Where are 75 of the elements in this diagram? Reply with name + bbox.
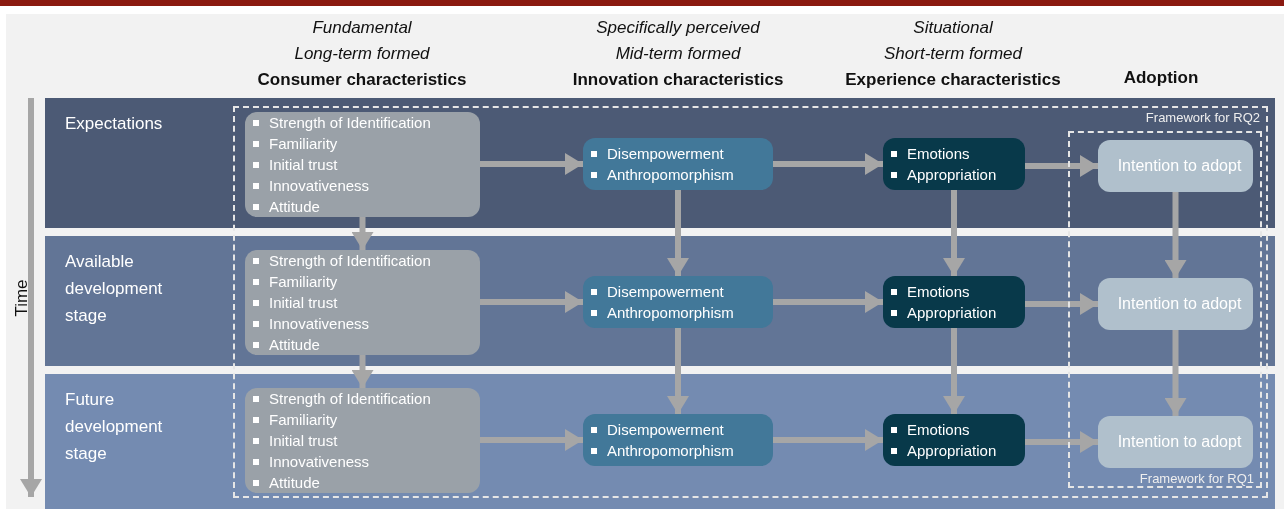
arrow: [773, 291, 883, 313]
column-subtitle: Mid-term formed: [615, 44, 741, 64]
bullet-item: Attitude: [269, 474, 320, 491]
row-label: Expectations: [65, 110, 195, 137]
arrow: [480, 153, 583, 175]
bullet-item: Disempowerment: [607, 145, 724, 162]
process-box: [1098, 278, 1253, 330]
bullet-item: Disempowerment: [607, 421, 724, 438]
box-label: Intention to adopt: [1117, 157, 1242, 175]
arrow: [943, 328, 965, 414]
bullet-list-box: [583, 414, 773, 466]
bullet-item: Anthropomorphism: [607, 304, 734, 321]
bullet-list-box: [583, 276, 773, 328]
arrow: [773, 429, 883, 451]
row-label: Future development stage: [65, 386, 195, 467]
bullet-item: Familiarity: [269, 411, 338, 428]
box-label: Intention to adopt: [1117, 433, 1242, 451]
column-subtitle: Fundamental: [312, 18, 412, 38]
frame-label: Framework for RQ1: [1139, 471, 1254, 486]
bullet-item: Attitude: [269, 336, 320, 353]
bullet-item: Familiarity: [269, 273, 338, 290]
arrow: [480, 429, 583, 451]
bullet-item: Disempowerment: [607, 283, 724, 300]
arrow: [480, 291, 583, 313]
bullet-item: Emotions: [907, 283, 970, 300]
box-label: Intention to adopt: [1117, 295, 1242, 313]
bullet-item: Anthropomorphism: [607, 442, 734, 459]
arrow: [351, 355, 374, 388]
arrow: [1025, 293, 1098, 315]
arrow: [667, 328, 689, 414]
bullet-item: Initial trust: [269, 294, 338, 311]
bullet-list-box: [883, 414, 1025, 466]
bullet-list-box: [583, 138, 773, 190]
bullet-item: Initial trust: [269, 156, 338, 173]
axis-label: Time: [11, 279, 32, 317]
bullet-item: Strength of Identification: [269, 114, 431, 131]
bullet-item: Appropriation: [907, 166, 997, 183]
bullet-item: Appropriation: [907, 442, 997, 459]
bullet-item: Attitude: [269, 198, 320, 215]
row-label: Available development stage: [65, 248, 195, 329]
process-box: [1098, 416, 1253, 468]
bullet-item: Strength of Identification: [269, 252, 431, 269]
arrow: [1025, 431, 1098, 453]
column-header: Consumer characteristics: [257, 70, 467, 90]
arrow: [1164, 192, 1187, 278]
column-subtitle: Long-term formed: [294, 44, 430, 64]
bullet-item: Anthropomorphism: [607, 166, 734, 183]
column-header: Innovation characteristics: [572, 70, 784, 90]
bullet-item: Innovativeness: [269, 315, 370, 332]
bullet-item: Strength of Identification: [269, 390, 431, 407]
bullet-item: Familiarity: [269, 135, 338, 152]
column-subtitle: Situational: [913, 18, 993, 38]
arrow: [351, 217, 374, 250]
column-header: Experience characteristics: [845, 70, 1061, 90]
bullet-item: Innovativeness: [269, 453, 370, 470]
bullet-list-box: [883, 138, 1025, 190]
arrow: [943, 190, 965, 276]
bullet-item: Innovativeness: [269, 177, 370, 194]
arrow: [773, 153, 883, 175]
bullet-list-box: [245, 388, 480, 493]
bullet-item: Initial trust: [269, 432, 338, 449]
arrow: [1164, 330, 1187, 416]
column-header: Adoption: [1123, 68, 1199, 88]
frame-label: Framework for RQ2: [1145, 110, 1260, 125]
bullet-list-box: [245, 250, 480, 355]
bullet-item: Appropriation: [907, 304, 997, 321]
bullet-list-box: [245, 112, 480, 217]
column-subtitle: Specifically perceived: [596, 18, 760, 38]
bullet-list-box: [883, 276, 1025, 328]
bullet-item: Emotions: [907, 145, 970, 162]
process-box: [1098, 140, 1253, 192]
arrow: [667, 190, 689, 276]
bullet-item: Emotions: [907, 421, 970, 438]
column-subtitle: Short-term formed: [884, 44, 1022, 64]
arrow: [1025, 155, 1098, 177]
